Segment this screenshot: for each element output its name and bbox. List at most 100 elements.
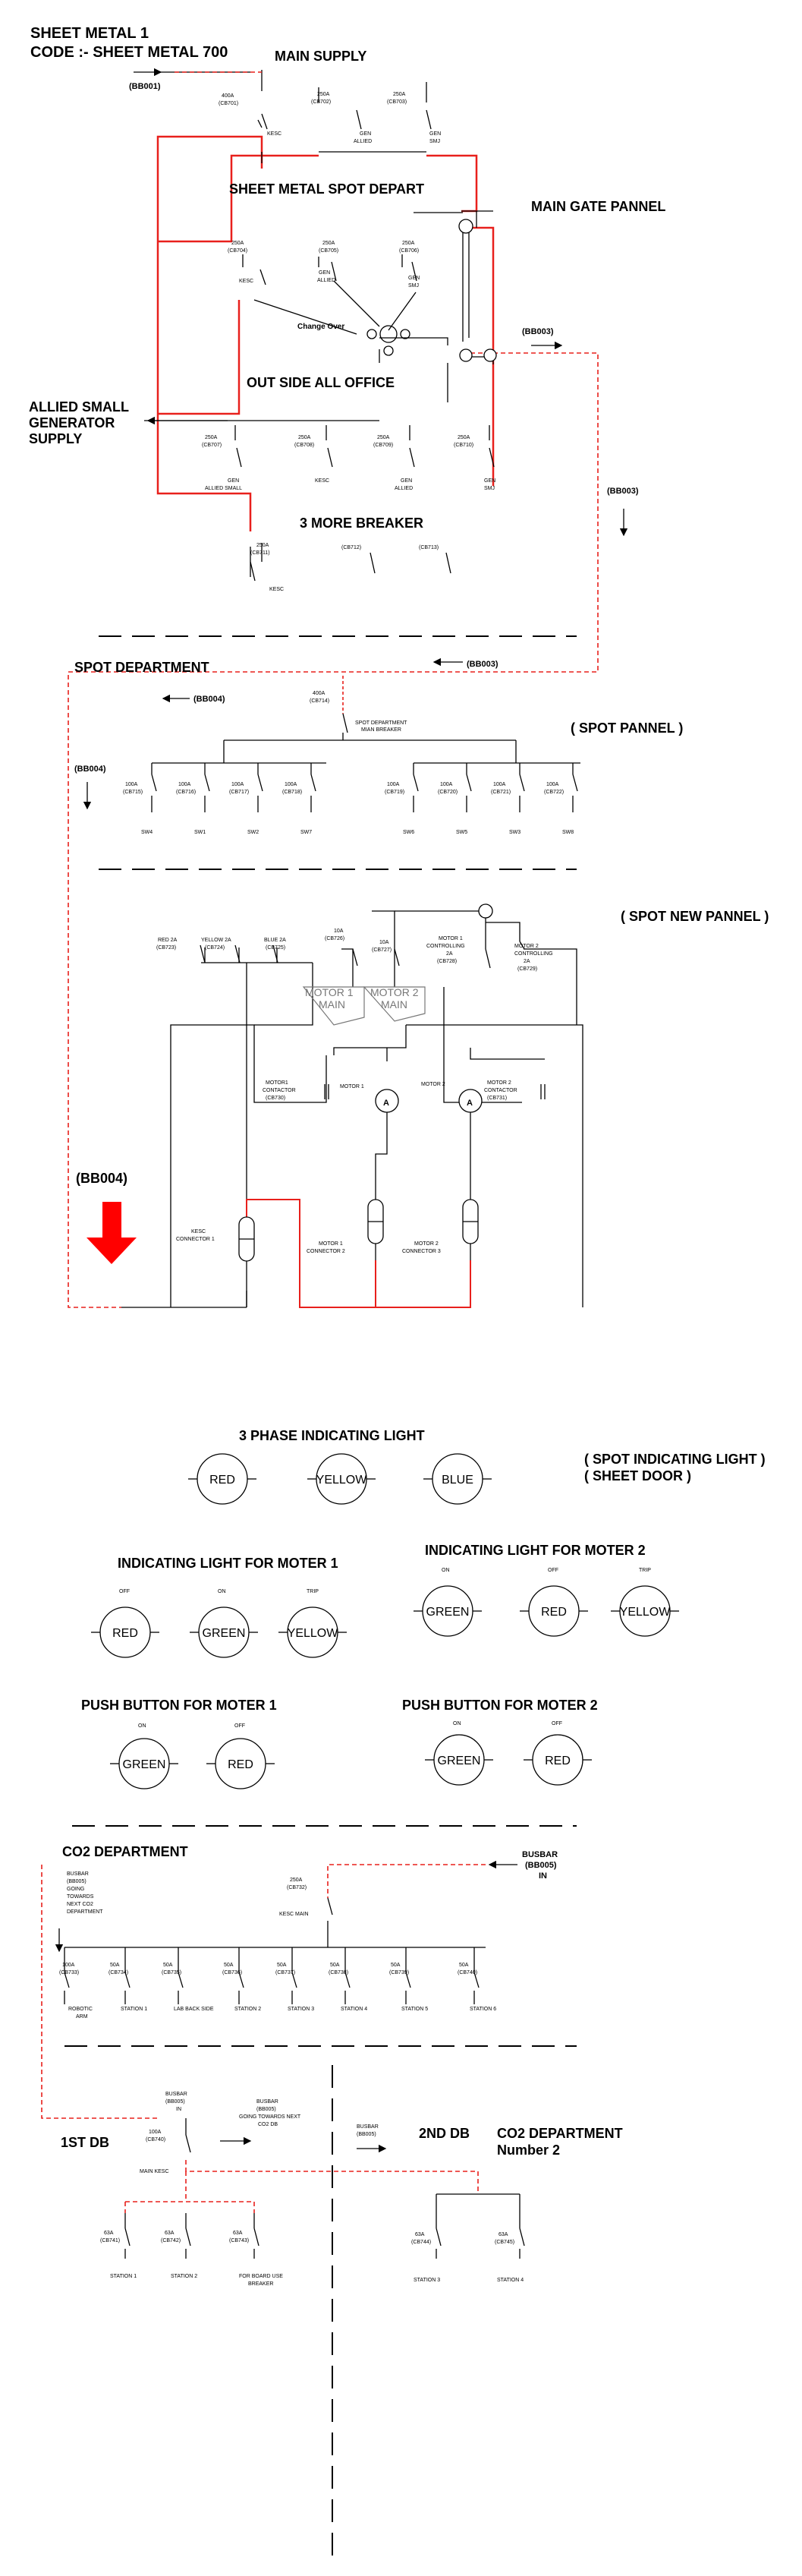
connector-motor2: MOTOR 2 CONNECTOR 3: [402, 1199, 479, 1254]
allied-generator-heading-3: SUPPLY: [29, 431, 82, 446]
breaker-cb708: 250A (CB708) KESC: [294, 435, 333, 484]
svg-text:400A: 400A: [313, 691, 326, 696]
outside-office-heading: OUT SIDE ALL OFFICE: [247, 375, 395, 390]
svg-text:MAIN KESC: MAIN KESC: [140, 2169, 169, 2174]
motor1-main-2: MAIN: [319, 998, 345, 1011]
indicator-caption: TRIP: [639, 1568, 651, 1573]
indicator-text: RED: [209, 1474, 235, 1487]
svg-text:KESC: KESC: [315, 478, 329, 484]
bb004-label-c: (BB004): [76, 1171, 127, 1186]
svg-text:(BB005): (BB005): [256, 2107, 276, 2112]
spot-pannel-heading: ( SPOT PANNEL ): [571, 720, 683, 736]
breaker-cb702: 250A (CB702) GEN ALLIED: [311, 92, 372, 144]
connector-motor1: MOTOR 1 CONNECTOR 2: [307, 1199, 384, 1254]
main-supply-heading: MAIN SUPPLY: [275, 49, 366, 64]
co2-branch-breaker: 50A(CB736)STATION 2: [222, 1947, 261, 2012]
svg-text:(CB701): (CB701): [219, 101, 238, 106]
ind-m2-heading: INDICATING LIGHT FOR MOTER 2: [425, 1543, 646, 1558]
svg-text:(CB724): (CB724): [205, 945, 225, 951]
svg-text:250A: 250A: [458, 435, 470, 440]
spot-breaker: 100A(CB716)SW1: [176, 763, 210, 835]
spot-breaker: 100A(CB720)SW5: [438, 763, 472, 835]
co2-branch-code: (CB739): [389, 1970, 409, 1975]
push-m2-heading: PUSH BUTTON FOR MOTER 2: [402, 1698, 598, 1713]
svg-text:(CB728): (CB728): [437, 959, 457, 964]
spot-breaker-switch: SW3: [509, 830, 521, 835]
db-bb005-label: BUSBAR (BB005): [357, 2124, 387, 2153]
co2-branch-code: (CB733): [59, 1970, 79, 1975]
svg-text:250A: 250A: [231, 241, 244, 246]
co2-branch-rating: 50A: [277, 1963, 287, 1968]
svg-text:ALLIED: ALLIED: [317, 278, 335, 283]
svg-text:GEN: GEN: [319, 270, 330, 276]
svg-text:(CB723): (CB723): [156, 945, 176, 951]
svg-text:SMJ: SMJ: [408, 283, 419, 288]
svg-text:SMJ: SMJ: [429, 139, 440, 144]
db2-breaker-label: STATION 4: [497, 2278, 524, 2283]
svg-text:GEN: GEN: [360, 131, 371, 137]
svg-text:(BB005): (BB005): [525, 1861, 557, 1870]
svg-text:(CB714): (CB714): [310, 698, 329, 704]
svg-text:2A: 2A: [524, 959, 530, 964]
spot-light-heading-2: ( SHEET DOOR ): [584, 1468, 691, 1483]
svg-text:250A: 250A: [393, 92, 406, 97]
spot-breaker-code: (CB720): [438, 790, 458, 795]
indicator-caption: ON: [218, 1589, 226, 1594]
svg-text:(CB707): (CB707): [202, 443, 222, 448]
svg-text:KESC MAIN: KESC MAIN: [279, 1912, 309, 1917]
co2-branch-label: ROBOTIC: [68, 2007, 93, 2012]
svg-text:(CB710): (CB710): [454, 443, 473, 448]
breaker-cb711: 250A (CB711) KESC: [250, 543, 284, 592]
indicator-caption: OFF: [552, 1721, 562, 1726]
co2-branch-breaker: 50A(CB734)STATION 1: [109, 1947, 147, 2012]
svg-text:BUSBAR: BUSBAR: [522, 1850, 558, 1859]
main-gate-dashed-lines: [68, 71, 599, 1308]
indicator-caption: OFF: [548, 1568, 558, 1573]
db-going-label: BUSBAR (BB005) GOING TOWARDS NEXT CO2 DB: [220, 2099, 301, 2146]
indicator-text: GREEN: [426, 1606, 470, 1619]
cb725: BLUE 2A (CB725): [264, 938, 286, 963]
motor1-main-1: MOTOR 1: [305, 986, 354, 998]
bb003-label-a: (BB003): [522, 327, 554, 336]
co2-branch-code: (CB737): [275, 1970, 295, 1975]
breaker-cb706: 250A (CB706) GEN SMJ: [399, 241, 420, 288]
spot-new-pannel-heading: ( SPOT NEW PANNEL ): [621, 909, 769, 924]
db-feed-lines: [124, 2160, 479, 2213]
spot-breaker: 100A(CB719)SW6: [385, 763, 419, 835]
indicator-caption: ON: [138, 1723, 146, 1729]
indicator-text: YELLOW: [316, 1474, 368, 1487]
co2-branch-breaker: 50A(CB737)STATION 3: [275, 1947, 314, 2012]
svg-text:(CB727): (CB727): [372, 947, 392, 953]
svg-text:ALLIED SMALL: ALLIED SMALL: [205, 486, 242, 491]
indicator-text: BLUE: [442, 1474, 473, 1487]
bb003-label-b: (BB003): [607, 487, 639, 496]
co2-branch-breaker: 50A(CB735)LAB BACK SIDE: [162, 1947, 214, 2012]
co2-branch-rating: 50A: [330, 1963, 340, 1968]
bb003-label-c: (BB003): [467, 660, 498, 669]
indicator-caption: TRIP: [307, 1589, 319, 1594]
ind-m1-heading: INDICATING LIGHT FOR MOTER 1: [118, 1556, 338, 1571]
co2-branch-rating: 50A: [459, 1963, 469, 1968]
co2-branch-rating: 50A: [224, 1963, 234, 1968]
svg-text:(CB704): (CB704): [228, 248, 247, 254]
cb731: MOTOR 2 CONTACTOR (CB731): [484, 1080, 546, 1101]
svg-text:(BB005): (BB005): [165, 2099, 185, 2105]
co2-branch-code: (CB736): [222, 1970, 242, 1975]
cb728: MOTOR 1 CONTROLLING 2A (CB728): [426, 936, 491, 969]
db1-breaker-label: STATION 1: [110, 2274, 137, 2279]
svg-text:(CB729): (CB729): [517, 966, 537, 972]
spot-breaker-code: (CB722): [544, 790, 564, 795]
motor2-main-2: MAIN: [381, 998, 407, 1011]
svg-text:10A: 10A: [334, 929, 344, 934]
svg-text:GEN: GEN: [401, 478, 412, 484]
spot-breaker-switch: SW4: [141, 830, 153, 835]
db2-breaker-label: STATION 3: [414, 2278, 440, 2283]
co2-branch-rating: 100A: [62, 1963, 75, 1968]
red-down-arrow: [86, 1202, 137, 1264]
db1-breaker-rating: 63A: [104, 2231, 114, 2236]
